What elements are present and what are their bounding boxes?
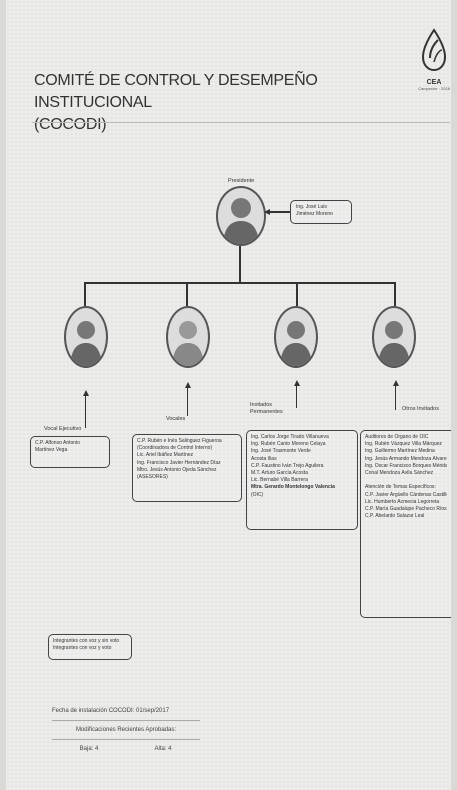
member-line: C.P. María Guadalupe Pacheco Ríos — [365, 506, 447, 513]
tree-trunk — [239, 246, 241, 282]
member-line: Mtra. Gerardo Montelongo Valencia — [251, 484, 335, 491]
arrow-left-icon — [264, 209, 270, 215]
member-line: Ing. Jesús Armando Mendoza Álvarez — [365, 455, 447, 462]
member-line: Ing. Rubén Canto Moreno Celaya — [251, 441, 326, 448]
member-line: Atención de Temas Específicos: — [365, 484, 436, 491]
group-label-invitados: Invitados Permanentes — [250, 402, 283, 415]
tree-branch-3 — [296, 282, 298, 306]
member-line: Auditores de Órgano de OIC — [365, 434, 429, 440]
legend-note-box: Integrantes con voz y sin voto Integrant… — [48, 634, 132, 660]
footer-row-counts: Baja: 4 Alta: 4 — [52, 740, 200, 758]
arrow-shaft — [187, 388, 188, 416]
member-line: (ASESORES) — [137, 474, 168, 481]
member-line: Ing. Rubén Vázquez Villa Márquez — [365, 441, 442, 448]
member-line: (OIC) — [251, 491, 264, 498]
page-title: COMITÉ DE CONTROL Y DESEMPEÑO INSTITUCIO… — [34, 70, 364, 136]
member-line: Lic. Humberto Acmecia Legorreta — [365, 498, 440, 505]
footer-table: Fecha de instalación COCODI: 01/sep/2017… — [52, 702, 200, 758]
president-avatar — [216, 186, 266, 246]
arrow-up-icon — [294, 380, 300, 386]
member-line — [365, 477, 447, 484]
member-line: Ing. Carlos Jorge Tirado Villanueva — [251, 434, 329, 440]
invitados-avatar — [274, 306, 318, 368]
president-name-line-1: Ing. José Luis — [296, 204, 327, 210]
title-line-2: (COCODI) — [34, 116, 107, 133]
group-label-otros: Otros Invitados — [402, 406, 439, 412]
logo-brand: CEA — [426, 79, 442, 86]
vocal-ejecutivo-box: C.P. Alfonso Antonio Martínez Vega — [30, 436, 110, 468]
group-label-vocales: Vocales — [166, 416, 186, 422]
person-silhouette-icon — [223, 198, 259, 244]
member-line: Lic. Bernabé Villa Barrera — [251, 477, 308, 484]
modifications-label: Modificaciones Recientes Aprobadas: — [75, 727, 177, 733]
group-label-vocal-ejecutivo: Vocal Ejecutivo — [44, 426, 82, 432]
vocales-avatar — [166, 306, 210, 368]
footer-row-date: Fecha de instalación COCODI: 01/sep/2017 — [52, 702, 200, 721]
member-line: Lic. Ariel Ibáñez Martínez — [137, 452, 194, 459]
document-page: COMITÉ DE CONTROL Y DESEMPEÑO INSTITUCIO… — [6, 0, 451, 790]
cea-logo: CEA Campeche · 2018 — [414, 28, 454, 118]
member-line: Ing. Francisco Javier Hernández Díaz — [137, 459, 221, 466]
footer-row-modifications: Modificaciones Recientes Aprobadas: — [52, 721, 200, 740]
water-drop-icon — [421, 28, 447, 72]
member-line: (Coordinadora de Control Interno) — [137, 445, 213, 452]
member-line: Martínez Vega — [35, 447, 68, 454]
otros-invitados-avatar — [372, 306, 416, 368]
member-line: C.P. Alfonso Antonio — [35, 440, 80, 446]
legend-line-1: Integrantes con voz y sin voto — [53, 638, 120, 644]
otros-invitados-box: Auditores de Órgano de OIC Ing. Rubén Vá… — [360, 430, 451, 618]
member-line: C.P. Faustino Iván Trejo Aguilera — [251, 462, 324, 469]
title-divider — [32, 122, 450, 123]
logo-subtitle: Campeche · 2018 — [418, 86, 450, 91]
member-line: Ing. Oscar Francisco Borques Mérida — [365, 462, 447, 469]
arrow-up-icon — [83, 390, 89, 396]
tree-horizontal — [84, 282, 396, 284]
bajas-count: Baja: 4 — [79, 746, 99, 752]
legend-line-2: Integrantes con voz y voto — [53, 645, 112, 652]
arrow-shaft — [85, 396, 86, 428]
arrow-shaft — [395, 386, 396, 410]
altas-count: Alta: 4 — [154, 746, 172, 752]
person-silhouette-icon — [172, 321, 204, 366]
president-name-box: Ing. José Luis Jiménez Moreno — [290, 200, 352, 224]
president-label: Presidente — [228, 178, 255, 184]
member-line: M.T. Arturo García Acosta — [251, 470, 308, 477]
title-line-1: COMITÉ DE CONTROL Y DESEMPEÑO INSTITUCIO… — [34, 72, 318, 111]
installation-date: Fecha de instalación COCODI: 01/sep/2017 — [52, 708, 170, 714]
person-silhouette-icon — [280, 321, 312, 366]
president-connector — [270, 211, 290, 213]
tree-branch-4 — [394, 282, 396, 306]
member-line: Conal Mendoza Ávila Sánchez — [365, 470, 434, 477]
member-line: Ing. José Trasmonte Verde — [251, 448, 311, 455]
tree-branch-1 — [84, 282, 86, 306]
person-silhouette-icon — [378, 321, 410, 366]
invitados-box: Ing. Carlos Jorge Tirado Villanueva Ing.… — [246, 430, 358, 530]
arrow-up-icon — [185, 382, 191, 388]
person-silhouette-icon — [70, 321, 102, 366]
tree-branch-2 — [186, 282, 188, 306]
vocal-ejecutivo-avatar — [64, 306, 108, 368]
member-line: C.P. Rubén e Inés Salinguez Figueroa — [137, 438, 222, 444]
member-line: Mtro. Jesús Antonio Ojeda Sánchez — [137, 466, 217, 473]
member-line: C.P. Abelardo Salazar Leal — [365, 513, 425, 520]
member-line: Ing. Guillermo Martínez Medina — [365, 448, 435, 455]
member-line: C.P. Javier Argüello Cárdenas Castillo — [365, 491, 447, 498]
member-line: Acosta Ilias — [251, 455, 277, 462]
president-name-line-2: Jiménez Moreno — [296, 211, 333, 218]
vocales-box: C.P. Rubén e Inés Salinguez Figueroa (Co… — [132, 434, 242, 502]
arrow-up-icon — [393, 380, 399, 386]
arrow-shaft — [296, 386, 297, 408]
